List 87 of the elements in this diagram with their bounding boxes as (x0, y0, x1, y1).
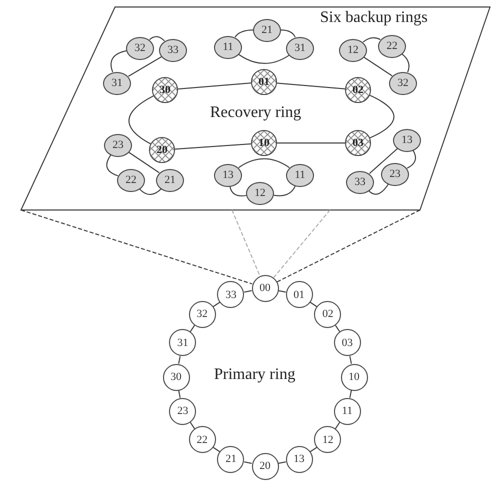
recovery-node: 03 (345, 130, 371, 156)
ring-link (368, 148, 398, 174)
backup-node: 22 (378, 34, 406, 58)
ring-link (234, 30, 254, 38)
primary-node: 21 (217, 446, 244, 473)
ring-link (139, 188, 162, 195)
primary-node: 02 (314, 300, 342, 328)
backup-node: 31 (286, 36, 314, 60)
backup-node: 12 (339, 38, 367, 62)
ring-link (310, 446, 318, 452)
ring-link (212, 446, 220, 452)
ring-link (244, 461, 252, 464)
ring-link (349, 356, 352, 364)
ring-link (149, 36, 165, 42)
ring-link (276, 82, 346, 90)
backup-node: 33 (159, 38, 187, 62)
plane-title: Six backup rings (320, 9, 428, 27)
ring-link (128, 56, 162, 77)
backup-node: 21 (156, 168, 184, 192)
recovery-node: 01 (251, 69, 277, 95)
primary-node: 00 (252, 274, 278, 302)
ring-link (212, 302, 220, 308)
ring-label: Recovery ring (210, 104, 302, 122)
primary-node: 03 (334, 329, 361, 356)
backup-node: 13 (393, 128, 421, 152)
ring-link (244, 290, 252, 293)
ring-link (238, 54, 290, 64)
backup-node: 32 (126, 36, 154, 60)
backup-node: 33 (346, 170, 374, 194)
ring-link (229, 186, 247, 196)
primary-node: 23 (169, 398, 196, 425)
ring-link (363, 56, 393, 76)
ring-link (280, 30, 296, 38)
backup-node: 23 (381, 162, 409, 186)
backup-node: 11 (286, 164, 314, 186)
backup-node: 11 (214, 36, 242, 58)
primary-node: 01 (286, 281, 313, 308)
primary-node: 12 (314, 426, 342, 454)
ring-link (238, 158, 290, 168)
recovery-node: 20 (149, 137, 175, 163)
primary-node: 22 (188, 426, 216, 454)
ring-link (310, 302, 318, 308)
recovery-node: 10 (251, 130, 277, 156)
recovery-node: 02 (345, 77, 371, 103)
backup-node: 32 (389, 72, 417, 94)
ring-link (278, 461, 286, 464)
ring-link (273, 185, 296, 196)
backup-node: 13 (214, 164, 242, 186)
primary-node: 13 (286, 446, 313, 473)
ring-link (406, 150, 416, 169)
backup-node: 21 (253, 18, 281, 42)
primary-node: 20 (252, 452, 278, 480)
backup-node: 31 (103, 72, 131, 94)
ring-link (368, 184, 389, 195)
ring-link (278, 290, 286, 293)
ring-link (276, 142, 346, 144)
primary-node: 10 (340, 364, 368, 390)
ring-link (334, 422, 340, 430)
projection-line (232, 210, 260, 276)
projection-line (20, 210, 253, 284)
backup-node: 22 (117, 168, 145, 192)
ring-link (178, 356, 181, 364)
ring-link (334, 324, 340, 332)
ring-link (369, 94, 394, 138)
backup-node: 23 (104, 134, 132, 156)
ring-link (128, 95, 154, 144)
primary-node: 11 (334, 398, 361, 425)
projection-line (273, 210, 330, 278)
ring-link (106, 154, 118, 176)
primary-node: 33 (217, 281, 244, 308)
ring-label: Primary ring (214, 366, 296, 384)
projection-line (276, 210, 420, 282)
ring-link (402, 54, 410, 73)
ring-link (128, 152, 160, 174)
ring-link (177, 82, 252, 90)
recovery-node: 30 (152, 77, 178, 103)
ring-link (110, 50, 127, 73)
ring-link (362, 37, 381, 43)
primary-node: 31 (169, 329, 196, 356)
primary-node: 30 (162, 364, 190, 390)
backup-node: 12 (246, 182, 274, 204)
ring-link (190, 324, 196, 332)
ring-link (190, 422, 196, 430)
ring-link (349, 390, 352, 398)
primary-node: 32 (188, 300, 216, 328)
ring-link (178, 390, 181, 398)
ring-link (174, 143, 252, 150)
